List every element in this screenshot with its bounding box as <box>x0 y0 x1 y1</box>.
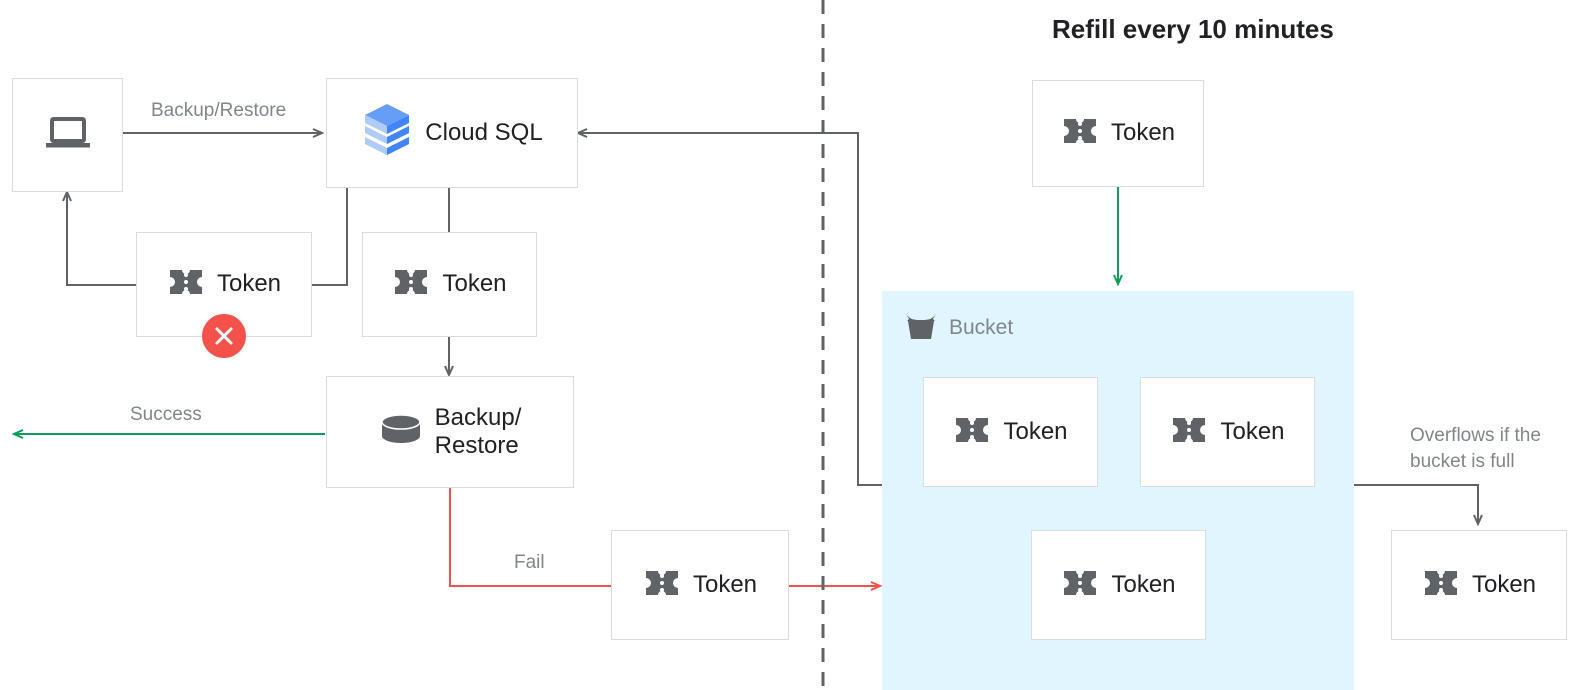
node-token-refill-label: Token <box>1110 119 1176 147</box>
node-token-granted[interactable]: Token <box>362 232 537 337</box>
token-icon <box>1422 568 1460 603</box>
token-icon <box>392 267 430 302</box>
page-title: Refill every 10 minutes <box>1052 14 1334 44</box>
node-backup-restore-label: Backup/ Restore <box>434 403 522 459</box>
node-token-fail-return[interactable]: Token <box>611 530 789 640</box>
bucket-label: Bucket <box>949 315 1014 339</box>
token-icon <box>953 415 991 450</box>
node-token-bucket-3-label: Token <box>1111 570 1176 598</box>
node-token-overflow[interactable]: Token <box>1391 530 1567 640</box>
node-token-refill[interactable]: Token <box>1032 80 1204 187</box>
edge-bucket-overflow <box>1354 484 1478 524</box>
node-token-rejected-label: Token <box>216 270 282 298</box>
node-token-granted-label: Token <box>442 270 507 298</box>
node-token-fail-return-label: Token <box>692 570 758 598</box>
bucket-icon <box>903 308 939 347</box>
edge-label-backup-restore: Backup/Restore <box>151 100 287 121</box>
token-icon <box>643 568 681 603</box>
edge-label-fail: Fail <box>514 552 545 573</box>
cloud-sql-icon <box>361 102 413 165</box>
close-icon <box>215 327 233 345</box>
node-token-overflow-label: Token <box>1471 570 1537 598</box>
node-token-bucket-2[interactable]: Token <box>1140 377 1315 487</box>
edge-cloudsql-to-token-rejected <box>312 186 348 286</box>
node-cloud-sql[interactable]: Cloud SQL <box>326 78 578 188</box>
token-icon <box>167 267 205 302</box>
laptop-icon <box>45 116 90 155</box>
edge-label-success: Success <box>130 404 202 425</box>
token-icon <box>1061 568 1099 603</box>
node-token-bucket-2-label: Token <box>1220 417 1285 445</box>
edge-label-overflow: Overflows if the bucket is full <box>1410 425 1541 472</box>
node-cloud-sql-label: Cloud SQL <box>425 118 543 146</box>
token-icon <box>1061 116 1099 151</box>
node-token-bucket-3[interactable]: Token <box>1031 530 1206 640</box>
token-icon <box>1170 415 1208 450</box>
node-backup-restore[interactable]: Backup/ Restore <box>326 376 574 488</box>
edge-bucket-to-cloudsql <box>578 133 882 486</box>
error-x-badge <box>202 314 246 358</box>
node-token-bucket-1[interactable]: Token <box>923 377 1098 487</box>
edge-token-rejected-to-client <box>67 192 136 286</box>
node-token-bucket-1-label: Token <box>1003 417 1068 445</box>
node-client[interactable] <box>12 78 123 192</box>
bucket-header: Bucket <box>903 308 1013 347</box>
database-icon <box>379 412 423 453</box>
